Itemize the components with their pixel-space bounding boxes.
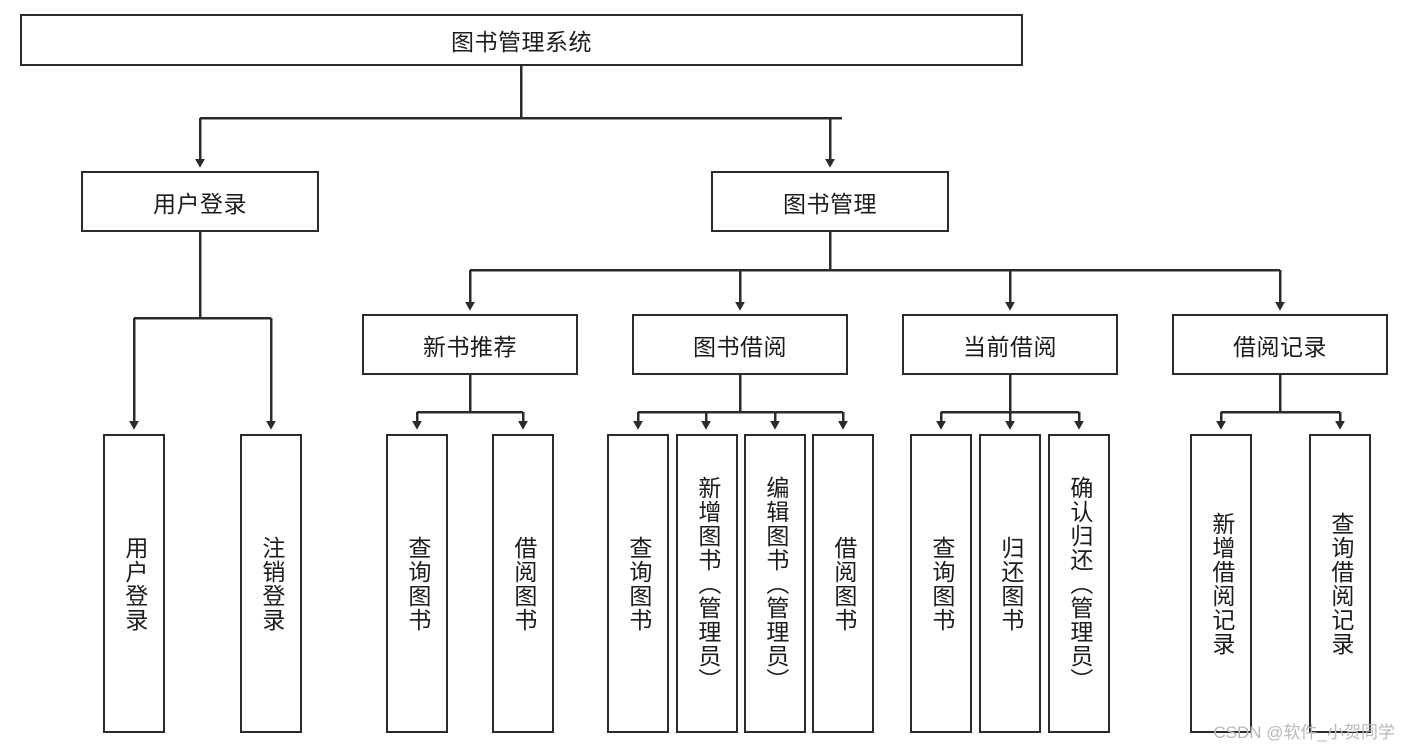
node-root-system[interactable]: 图书管理系统 bbox=[20, 14, 1023, 66]
leaf-label: 新增图书（管理员） bbox=[694, 475, 721, 692]
leaf-recommend-borrow-book[interactable]: 借阅图书 bbox=[492, 434, 554, 733]
node-user-login[interactable]: 用户登录 bbox=[81, 171, 319, 232]
leaf-label: 用户登录 bbox=[121, 535, 148, 632]
node-label: 借阅记录 bbox=[1233, 333, 1327, 360]
leaf-user-login-signin[interactable]: 用户登录 bbox=[103, 434, 165, 733]
node-new-book-recommend[interactable]: 新书推荐 bbox=[362, 314, 578, 375]
leaf-label: 查询借阅记录 bbox=[1327, 511, 1354, 656]
leaf-label: 新增借阅记录 bbox=[1208, 511, 1235, 656]
leaf-label: 确认归还（管理员） bbox=[1066, 475, 1093, 692]
leaf-label: 查询图书 bbox=[928, 535, 955, 632]
watermark-text: CSDN @软件_小贺同学 bbox=[1213, 723, 1395, 742]
leaf-current-query-book[interactable]: 查询图书 bbox=[910, 434, 972, 733]
node-borrow-record[interactable]: 借阅记录 bbox=[1172, 314, 1388, 375]
leaf-label: 查询图书 bbox=[625, 535, 652, 632]
leaf-label: 编辑图书（管理员） bbox=[762, 475, 789, 692]
leaf-borrow-edit-book-admin[interactable]: 编辑图书（管理员） bbox=[744, 434, 806, 733]
node-label: 用户登录 bbox=[153, 190, 247, 217]
leaf-borrow-query-book[interactable]: 查询图书 bbox=[607, 434, 669, 733]
leaf-borrow-add-book-admin[interactable]: 新增图书（管理员） bbox=[676, 434, 738, 733]
leaf-label: 借阅图书 bbox=[510, 535, 537, 632]
node-book-borrow[interactable]: 图书借阅 bbox=[632, 314, 848, 375]
leaf-record-query-record[interactable]: 查询借阅记录 bbox=[1309, 434, 1371, 733]
node-label: 图书管理系统 bbox=[451, 29, 592, 55]
leaf-borrow-borrow-book[interactable]: 借阅图书 bbox=[812, 434, 874, 733]
leaf-label: 归还图书 bbox=[997, 535, 1024, 632]
leaf-record-add-record[interactable]: 新增借阅记录 bbox=[1190, 434, 1252, 733]
node-label: 当前借阅 bbox=[963, 333, 1057, 360]
node-label: 图书借阅 bbox=[693, 333, 787, 360]
leaf-label: 借阅图书 bbox=[830, 535, 857, 632]
leaf-user-login-signout[interactable]: 注销登录 bbox=[240, 434, 302, 733]
node-label: 新书推荐 bbox=[423, 333, 517, 360]
leaf-label: 查询图书 bbox=[404, 535, 431, 632]
leaf-recommend-query-book[interactable]: 查询图书 bbox=[386, 434, 448, 733]
node-book-management[interactable]: 图书管理 bbox=[711, 171, 949, 232]
leaf-current-return-book[interactable]: 归还图书 bbox=[979, 434, 1041, 733]
leaf-label: 注销登录 bbox=[258, 535, 285, 632]
node-current-borrow[interactable]: 当前借阅 bbox=[902, 314, 1118, 375]
node-label: 图书管理 bbox=[783, 190, 877, 217]
leaf-current-confirm-return-admin[interactable]: 确认归还（管理员） bbox=[1048, 434, 1110, 733]
